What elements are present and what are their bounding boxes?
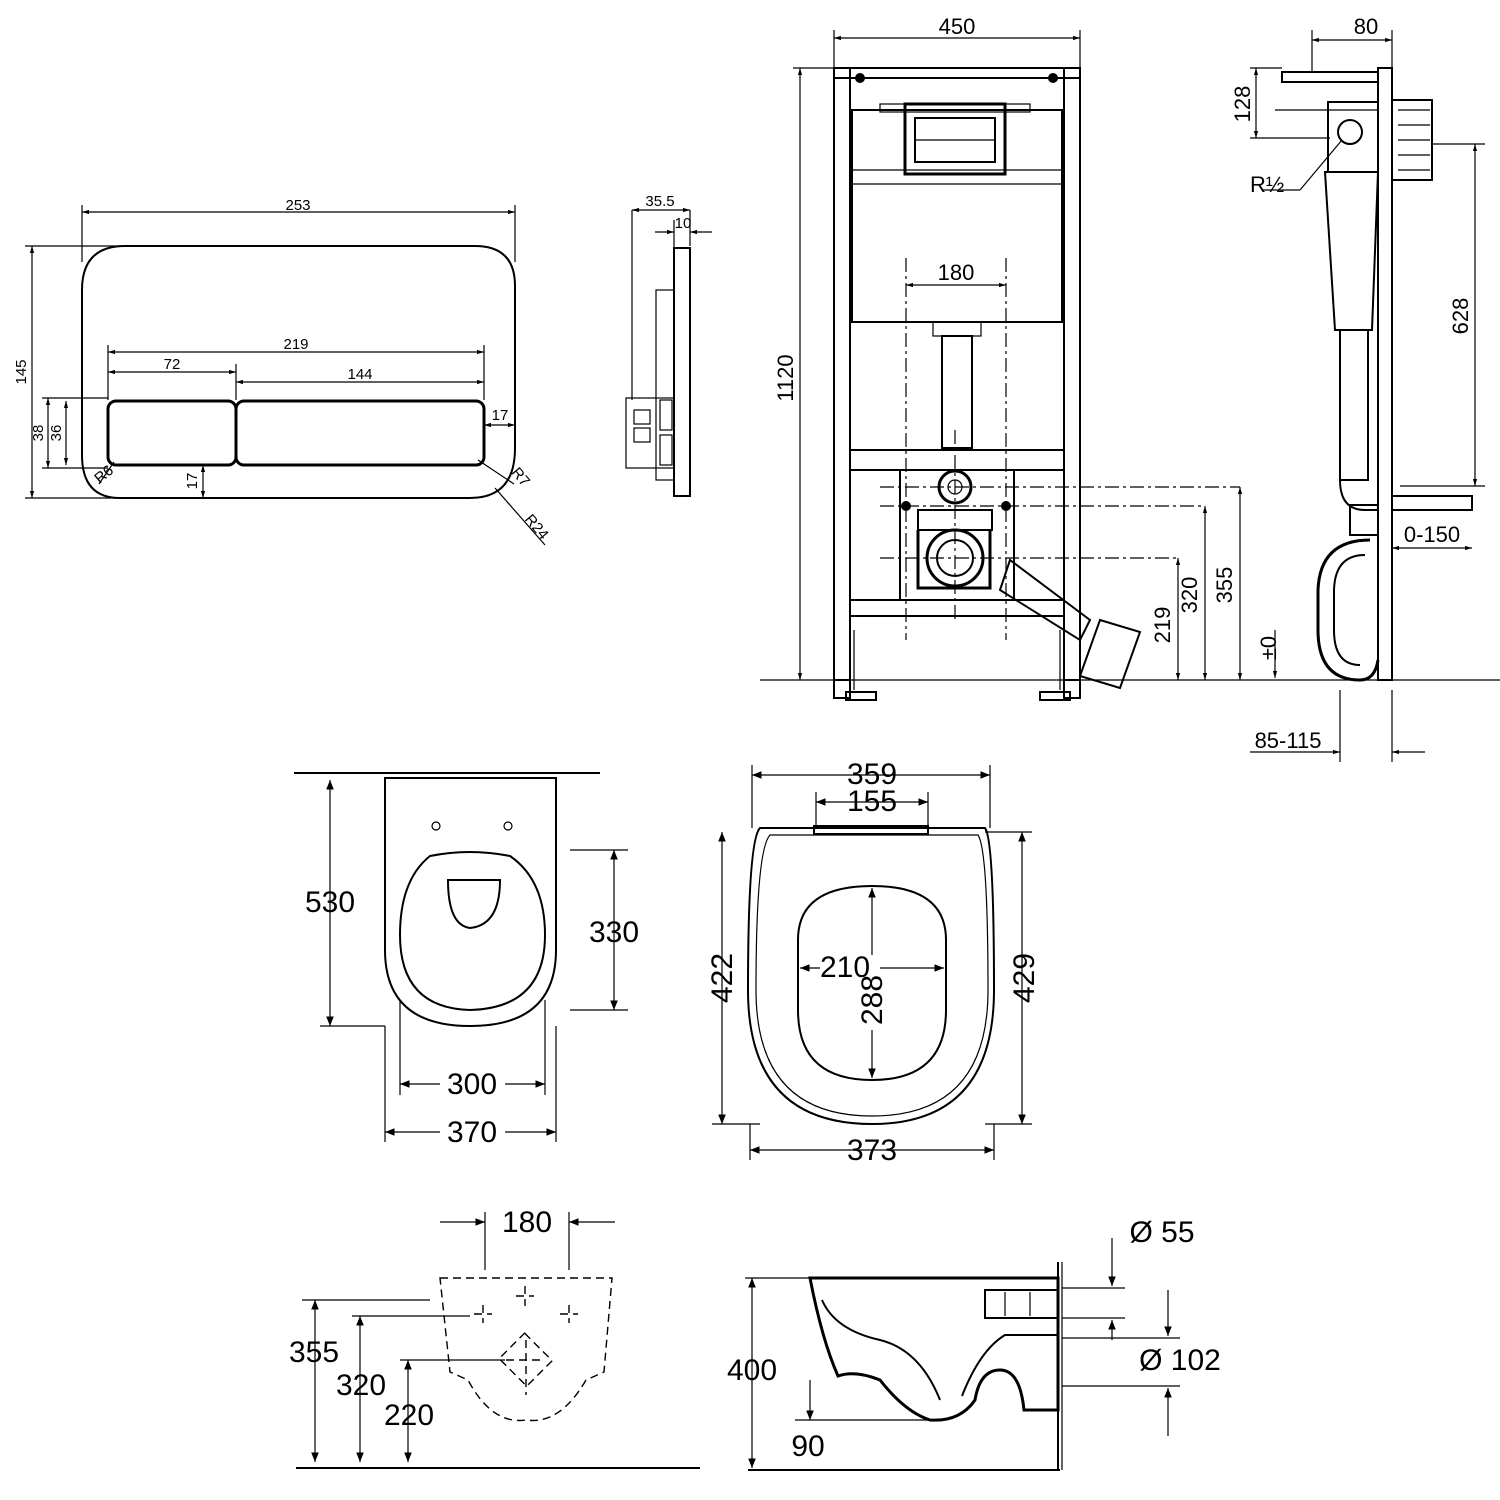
bowl-rear-view: 180 355 320 220 bbox=[289, 1206, 700, 1469]
dim-outlet-mid: 320 bbox=[1177, 577, 1202, 614]
dim-frame-bolt-spacing: 180 bbox=[938, 260, 975, 285]
dim-depth-total: 35.5 bbox=[645, 193, 674, 210]
dim-depth-plate: 10 bbox=[675, 215, 692, 232]
frame-post-right bbox=[1063, 67, 1081, 681]
dim-button-height-inner: 36 bbox=[48, 425, 65, 442]
plate-actuator bbox=[625, 397, 675, 469]
dim-seat-opening-length: 288 bbox=[856, 975, 889, 1025]
dim-frame-depth: 80 bbox=[1354, 14, 1378, 39]
drain-bracket bbox=[916, 530, 992, 590]
dim-outlet-high: 355 bbox=[1212, 567, 1237, 604]
cistern-inspection-opening bbox=[903, 102, 1007, 176]
dim-button-height-outer: 38 bbox=[30, 425, 47, 442]
bowl-top-view: 530 330 300 370 bbox=[294, 772, 639, 1149]
seat-hinge bbox=[813, 825, 929, 835]
dim-spout: 90 bbox=[791, 1430, 824, 1463]
dim-margin-bottom: 17 bbox=[184, 473, 201, 490]
floor-level-label: ±0 bbox=[1256, 636, 1281, 660]
flush-pipe bbox=[941, 335, 973, 449]
bowl-side-section bbox=[808, 1276, 1060, 1422]
dim-outlet-low: 219 bbox=[1150, 607, 1175, 644]
dim-frame-height: 1120 bbox=[773, 354, 798, 401]
seat-hinge-hole-right bbox=[503, 821, 513, 831]
side-flush-pipe bbox=[1339, 329, 1369, 481]
bowl-outline bbox=[384, 777, 557, 1028]
radius-outer-label: R24 bbox=[521, 511, 552, 543]
dim-bowl-outer-width: 370 bbox=[447, 1116, 497, 1149]
dim-buttons-width: 219 bbox=[283, 336, 308, 353]
cistern-side bbox=[1323, 171, 1380, 331]
dim-seat-hinge: 155 bbox=[847, 785, 897, 818]
dim-cistern-height: 628 bbox=[1448, 298, 1473, 335]
drain-elbow bbox=[1078, 618, 1142, 690]
dim-seat-width-bottom: 373 bbox=[847, 1134, 897, 1167]
dim-seat-opening-width: 210 bbox=[820, 951, 870, 984]
plate-mount bbox=[655, 289, 675, 481]
dim-supply-height: 128 bbox=[1230, 86, 1255, 123]
thread-label: R½ bbox=[1250, 172, 1284, 197]
bowl-rear-outline bbox=[439, 1277, 613, 1422]
seat-opening bbox=[797, 884, 947, 1082]
bowl-rim bbox=[398, 851, 547, 1012]
dim-rear-320: 320 bbox=[336, 1369, 386, 1402]
dim-plate-height: 145 bbox=[13, 359, 30, 384]
installation-frame-front-view: 450 180 1120 219 320 355 bbox=[760, 14, 1500, 701]
dim-bowl-inner-width: 300 bbox=[447, 1068, 497, 1101]
dim-bowl-inner-length: 330 bbox=[589, 916, 639, 949]
dim-wall-adjust: 0-150 bbox=[1404, 522, 1460, 547]
cistern-body bbox=[851, 109, 1063, 323]
bowl-side-view: 400 90 Ø 55 Ø 102 bbox=[727, 1216, 1221, 1471]
dim-bowl-length: 530 bbox=[305, 886, 355, 919]
dim-rear-bolt-spacing: 180 bbox=[502, 1206, 552, 1239]
dim-large-button: 144 bbox=[347, 366, 372, 383]
dim-rear-220: 220 bbox=[384, 1399, 434, 1432]
large-flush-button bbox=[234, 399, 486, 467]
seat-top-view: 359 155 422 429 210 288 373 bbox=[706, 758, 1041, 1167]
dim-inlet-diameter: Ø 55 bbox=[1129, 1216, 1194, 1249]
frame-post-left bbox=[833, 67, 851, 681]
dim-seat-length-right: 429 bbox=[1008, 953, 1041, 1003]
flush-plate-side-view: 35.5 10 bbox=[625, 193, 712, 497]
frame-side-post bbox=[1377, 67, 1393, 681]
wall-spacer bbox=[1391, 99, 1433, 181]
dim-seat-width-top: 359 bbox=[847, 758, 897, 791]
dim-small-button: 72 bbox=[164, 356, 181, 373]
frame-bottom-bar bbox=[849, 599, 1065, 617]
dim-foot-range: 85-115 bbox=[1255, 728, 1322, 753]
side-drain-bend bbox=[1316, 538, 1380, 682]
dim-outlet-diameter: Ø 102 bbox=[1139, 1344, 1221, 1377]
radius-button-label: R7 bbox=[508, 464, 533, 490]
seat-hinge-hole-left bbox=[431, 821, 441, 831]
seat-outline bbox=[746, 827, 996, 1126]
plate-section bbox=[673, 247, 691, 497]
small-flush-button bbox=[106, 399, 238, 467]
dim-rear-355: 355 bbox=[289, 1336, 339, 1369]
installation-frame-side-view: 80 128 R½ 628 0-150 ±0 85-115 bbox=[1230, 14, 1485, 762]
flush-plate-front-view: 253 219 72 144 145 38 36 17 17 R6 R7 bbox=[13, 197, 552, 546]
bowl-opening bbox=[446, 879, 502, 930]
fixing-bolt-holes bbox=[474, 1286, 578, 1395]
dim-seat-length-left: 422 bbox=[706, 953, 739, 1003]
dim-margin-side: 17 bbox=[492, 407, 509, 424]
dim-plate-width: 253 bbox=[285, 197, 310, 214]
dim-bowl-height: 400 bbox=[727, 1354, 777, 1387]
frame-crossbar bbox=[849, 449, 1065, 471]
dim-frame-width: 450 bbox=[939, 14, 976, 39]
supply-valve bbox=[1337, 119, 1363, 145]
flush-plate-outline bbox=[81, 245, 516, 499]
